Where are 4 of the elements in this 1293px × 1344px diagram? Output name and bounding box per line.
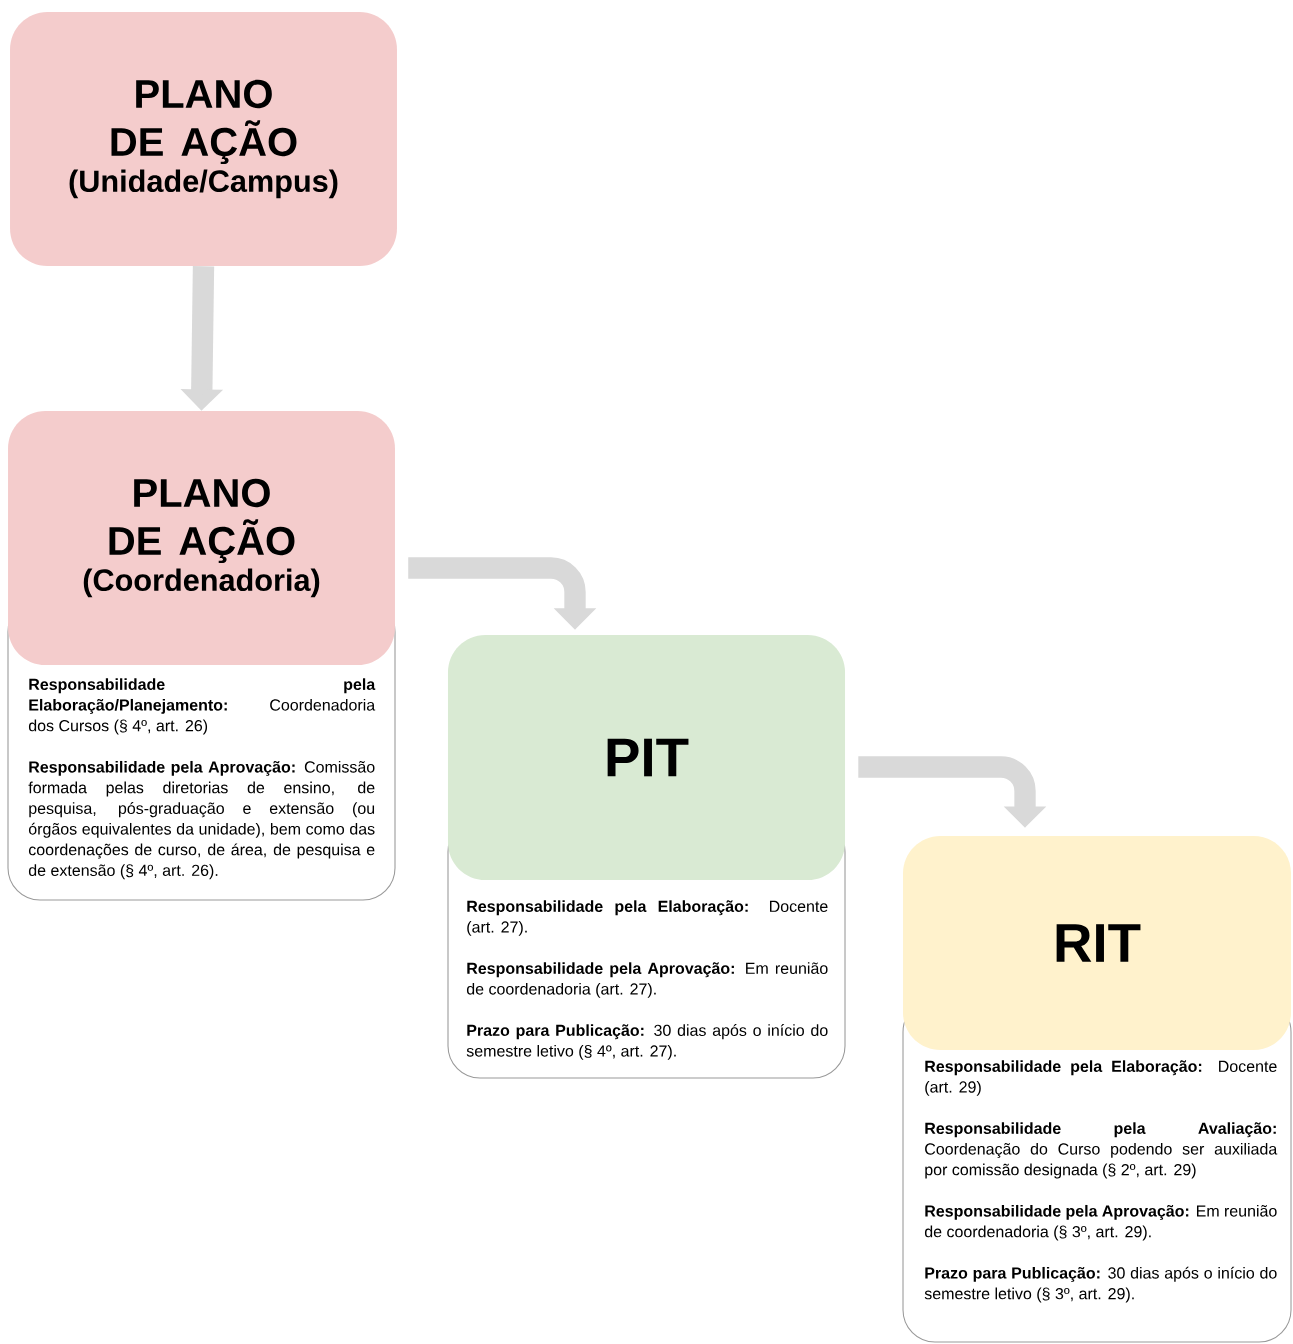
stage-box: PLANO DE AÇÃO (Coordenadoria): [8, 411, 395, 665]
stage-box: PIT: [447, 634, 846, 881]
stage-box: RIT: [903, 836, 1291, 1050]
stage-box: PLANO DE AÇÃO (Unidade/Campus): [10, 12, 397, 266]
